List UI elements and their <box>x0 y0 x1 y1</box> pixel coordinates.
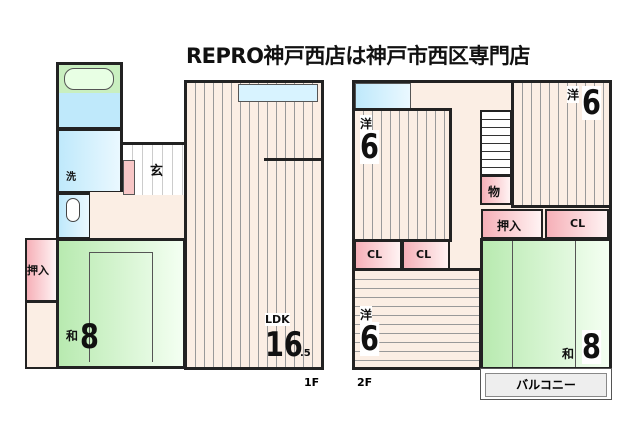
bathtub-icon <box>64 68 114 90</box>
1f-washroom <box>56 128 123 194</box>
ldk-size-fraction: .5 <box>300 348 311 359</box>
closet-label: 押入 <box>27 264 49 277</box>
room-right-top-size: 6 <box>582 83 601 123</box>
floor2-label: 2F <box>357 376 373 389</box>
room-left-top-type: 洋 <box>360 115 373 132</box>
ldk-type: LDK <box>265 313 290 326</box>
shoe-cabinet <box>123 160 135 195</box>
1f-japanese-room <box>56 238 186 369</box>
japanese-room-2f-type: 和 <box>562 347 575 361</box>
closet2-label: CL <box>416 248 432 261</box>
page-title: REPRO神戸西店は神戸市西区専門店 <box>186 44 530 68</box>
toilet-icon <box>66 198 80 222</box>
2f-stairs <box>480 110 512 176</box>
closet3-label: CL <box>570 217 586 230</box>
2f-closet-3 <box>545 209 609 239</box>
ldk-size: 16 <box>265 325 303 365</box>
2f-toilet <box>355 83 411 109</box>
ldk-partition <box>264 158 322 161</box>
entrance-label: 玄 <box>150 164 164 179</box>
japanese-room-type: 和 <box>66 329 79 343</box>
floor1-label: 1F <box>304 376 320 389</box>
room-left-bottom-size: 6 <box>360 319 379 359</box>
1f-ldk <box>184 80 324 370</box>
closet1-label: CL <box>367 248 383 261</box>
tatami-lines-2f <box>512 241 576 367</box>
room-left-bottom-type: 洋 <box>360 306 373 323</box>
1f-closet-lower <box>25 301 58 369</box>
2f-storage <box>480 175 512 205</box>
tatami-lines <box>89 252 153 362</box>
japanese-room-size: 8 <box>80 317 99 357</box>
washroom-label: 洗 <box>66 172 76 183</box>
japanese-room-2f-size: 8 <box>582 327 601 367</box>
oshiire-label: 押入 <box>497 219 522 233</box>
room-right-top-type: 洋 <box>567 86 580 103</box>
2f-oshiire <box>481 209 543 239</box>
balcony-label: バルコニー <box>485 373 607 397</box>
kitchen-counter <box>238 84 318 102</box>
2f-balcony: バルコニー <box>480 368 612 400</box>
room-left-top-size: 6 <box>360 127 379 167</box>
storage-label: 物 <box>488 185 501 199</box>
